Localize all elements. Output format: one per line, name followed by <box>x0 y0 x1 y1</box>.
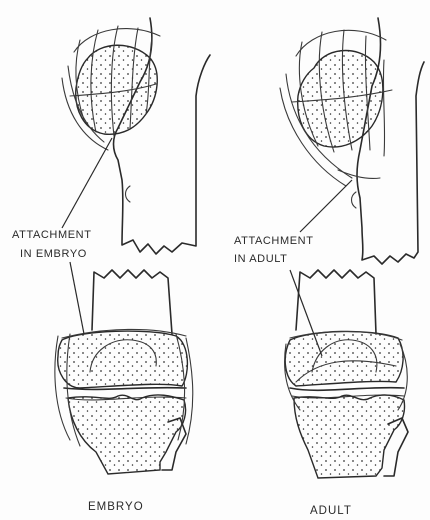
adult-femoral-head <box>298 51 383 148</box>
adult-joint-line <box>290 388 404 391</box>
embryo-trochanter-notch <box>126 186 131 202</box>
label-attachment-adult-line1: ATTACHMENT <box>234 235 314 247</box>
label-attachment-embryo-line2: IN EMBRYO <box>20 248 87 260</box>
embryo-knee-leader <box>70 262 84 334</box>
label-attachment-embryo-line1: ATTACHMENT <box>12 229 92 241</box>
caption-embryo: EMBRYO <box>88 501 144 513</box>
adult-hip-joint <box>280 18 424 264</box>
adult-femur-shaft <box>357 18 424 264</box>
embryo-knee-joint <box>55 270 193 474</box>
adult-knee-femur-shaft <box>296 270 376 334</box>
adult-capsule-line <box>383 60 384 156</box>
label-attachment-adult-line2: IN ADULT <box>234 253 288 265</box>
adult-tibia <box>294 395 405 478</box>
embryo-femoral-head <box>76 45 157 134</box>
embryo-knee-femur-shaft <box>92 270 172 334</box>
caption-adult: ADULT <box>310 505 352 517</box>
embryo-hip-joint <box>62 18 210 254</box>
adult-capsule-neck <box>338 170 380 179</box>
embryo-tibia <box>68 395 186 474</box>
adult-trochanter-notch <box>352 192 357 208</box>
adult-knee-joint <box>285 270 408 478</box>
adult-attachment-leader <box>300 180 352 232</box>
embryo-attachment-leader <box>62 138 112 228</box>
